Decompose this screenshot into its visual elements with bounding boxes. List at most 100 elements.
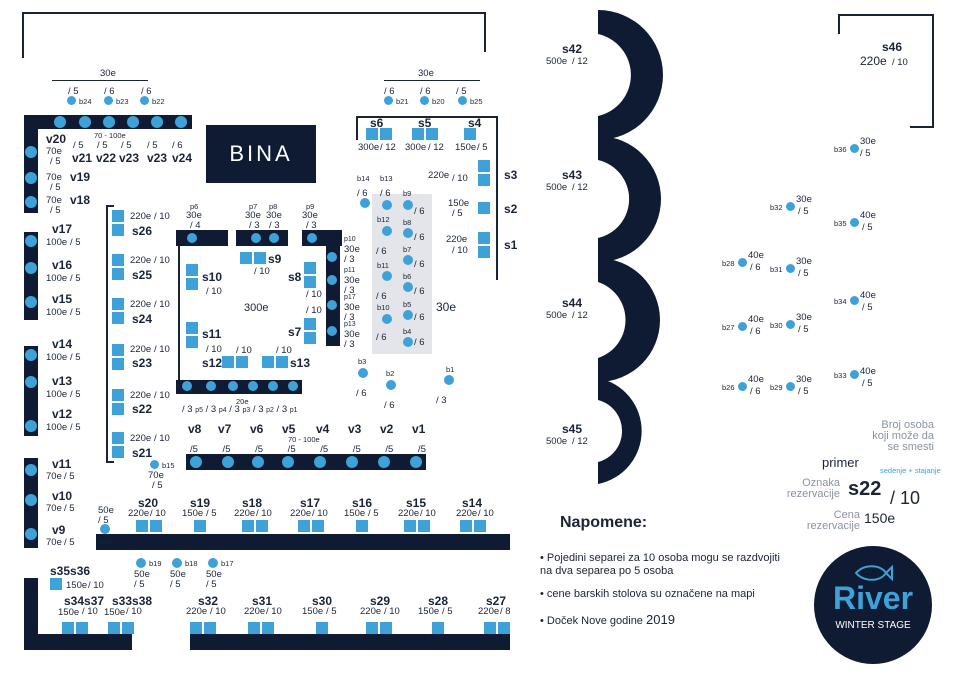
bar-p6[interactable] [187,233,197,243]
separe-s21[interactable] [112,432,124,444]
separe-s25[interactable] [112,268,124,280]
bar-table-b10[interactable] [382,314,392,324]
bar-table-b30[interactable] [786,320,795,329]
separe-s11[interactable] [186,322,198,334]
separe-s15[interactable] [404,520,416,532]
bar-table-b17[interactable] [208,558,218,568]
separe-s18[interactable] [256,520,268,532]
separe-s9[interactable] [240,252,252,264]
vip-seat[interactable] [25,349,37,361]
bar-table-b15[interactable] [150,460,159,469]
vip-seat[interactable] [25,235,37,247]
separe-s27[interactable] [498,622,510,634]
separe-s32[interactable] [204,622,216,634]
separe-s23[interactable] [112,358,124,370]
separe-s12[interactable] [236,356,248,368]
bar-table-b13[interactable] [382,200,392,210]
separe-s26[interactable] [112,224,124,236]
separe-s16[interactable] [356,520,368,532]
separe-s24[interactable] [112,312,124,324]
vip-v4-seat[interactable] [314,456,326,468]
separe-s12[interactable] [222,356,234,368]
bar-table-b11[interactable] [382,271,392,281]
separe-s1[interactable] [478,246,490,258]
separe-s3[interactable] [478,174,490,186]
bar-table-b2[interactable] [386,380,396,390]
separe-s24[interactable] [112,298,124,310]
separe-s7[interactable] [304,332,316,344]
bar-p2[interactable] [248,381,258,391]
separe-s1[interactable] [478,232,490,244]
separe-s23[interactable] [112,344,124,356]
bar-table-b20[interactable] [420,96,429,105]
separe-s15[interactable] [418,520,430,532]
round-separe-s45[interactable] [596,376,666,486]
separe-s29[interactable] [366,622,378,634]
bar-table-b22[interactable] [140,96,149,105]
bar-table-b36[interactable] [850,144,859,153]
vip-top-seat[interactable] [103,116,115,128]
vip-v5-seat[interactable] [282,456,294,468]
bar-p8[interactable] [269,233,279,243]
bar-table-b29[interactable] [786,382,795,391]
vip-v6-seat[interactable] [252,456,264,468]
separe-s18[interactable] [242,520,254,532]
separe-s6[interactable] [366,128,378,140]
separe-s20[interactable] [136,520,148,532]
bar-p12[interactable] [327,300,337,310]
bar-table-b33[interactable] [850,370,859,379]
separe-s13[interactable] [276,356,288,368]
vip-v3-seat[interactable] [346,456,358,468]
bar-p11[interactable] [327,275,337,285]
vip-v1-seat[interactable] [410,456,422,468]
bar-table-b26[interactable] [738,382,747,391]
separe-s8[interactable] [304,276,316,288]
round-separe-s44[interactable] [596,256,666,384]
vip-seat[interactable] [25,528,37,540]
separe-s21[interactable] [112,446,124,458]
separe-s31[interactable] [248,622,260,634]
vip-v7-seat[interactable] [222,456,234,468]
round-separe-s42[interactable] [596,8,666,142]
separe-s5[interactable] [412,128,424,140]
bar-table-b14[interactable] [360,198,370,208]
separe-s22[interactable] [112,403,124,415]
bar-table-b34[interactable] [850,296,859,305]
separe-s14[interactable] [474,520,486,532]
separe-s19[interactable] [194,520,206,532]
separe-s14[interactable] [460,520,472,532]
bar-p13[interactable] [327,326,337,336]
bar-table-b16[interactable] [100,524,110,534]
separe-s34s37[interactable] [76,622,88,634]
bar-table-b5[interactable] [403,310,413,320]
separe-s28[interactable] [432,622,444,634]
vip-seat[interactable] [25,296,37,308]
bar-p5[interactable] [182,381,192,391]
bar-table-b3[interactable] [358,368,368,378]
vip-v2-seat[interactable] [378,456,390,468]
bar-p7[interactable] [251,233,261,243]
separe-s27[interactable] [484,622,496,634]
bar-table-b18[interactable] [172,558,182,568]
bar-p0[interactable] [288,381,298,391]
bar-table-b21[interactable] [384,96,393,105]
vip-seat[interactable] [25,464,37,476]
separe-s33s38[interactable] [122,622,134,634]
bar-p9[interactable] [307,233,317,243]
vip-seat[interactable] [25,494,37,506]
separe-s29[interactable] [380,622,392,634]
bar-table-b28[interactable] [738,258,747,267]
vip-seat[interactable] [25,172,37,184]
separe-s26[interactable] [112,210,124,222]
bar-p10[interactable] [327,252,337,262]
bar-table-b27[interactable] [738,322,747,331]
bar-table-b1[interactable] [444,375,454,385]
bar-table-b12[interactable] [382,226,392,236]
vip-seat[interactable] [25,376,37,388]
vip-seat[interactable] [25,420,37,432]
bar-table-b4[interactable] [403,337,413,347]
separe-s3[interactable] [478,160,490,172]
vip-top-seat[interactable] [127,116,139,128]
separe-s20[interactable] [150,520,162,532]
separe-s30[interactable] [316,622,328,634]
